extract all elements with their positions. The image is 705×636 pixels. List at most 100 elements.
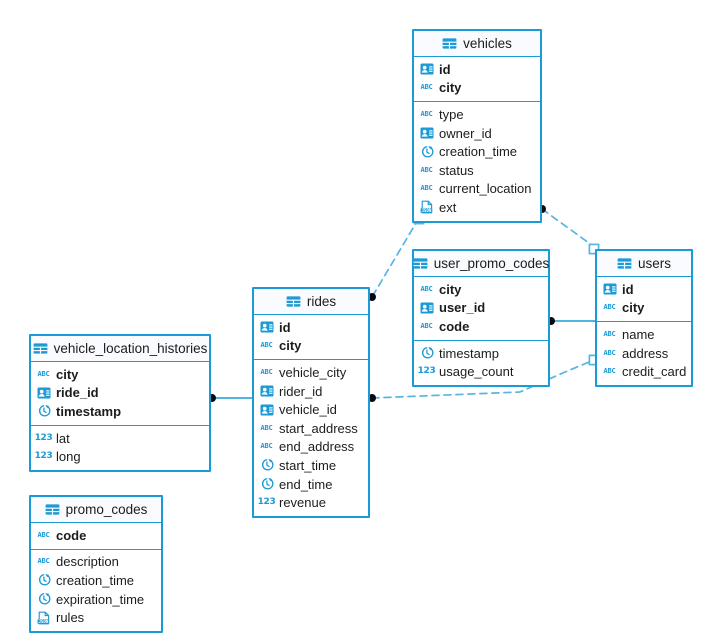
field-name: timestamp (56, 403, 122, 419)
entity-header[interactable]: vehicles (414, 31, 540, 57)
field-name: end_time (279, 476, 333, 492)
uuid-icon (259, 384, 274, 399)
entity-title: users (637, 255, 671, 271)
clock-icon (259, 458, 274, 473)
relationship-vehicle_location_histories-rides[interactable] (208, 394, 253, 402)
primary-key-field[interactable]: ride_id (31, 384, 209, 403)
entity-header[interactable]: vehicle_location_histories (31, 336, 209, 362)
entity-title: vehicle_location_histories (53, 340, 208, 356)
field-name: current_location (439, 181, 532, 197)
table-icon (442, 36, 457, 51)
attribute-field[interactable]: owner_id (414, 124, 540, 143)
attribute-field[interactable]: creation_time (31, 571, 161, 590)
abc-icon: ABC (260, 341, 273, 350)
primary-key-field[interactable]: ABC city (597, 299, 691, 318)
field-name: usage_count (439, 364, 514, 380)
clock-icon (419, 346, 434, 361)
field-name: expiration_time (56, 591, 145, 607)
primary-key-field[interactable]: ABC city (414, 280, 548, 299)
entity-header[interactable]: promo_codes (31, 497, 161, 523)
relationship-user_promo_codes-users[interactable] (547, 317, 596, 325)
clock-icon (36, 404, 51, 419)
field-name: creation_time (439, 144, 518, 160)
primary-key-field[interactable]: user_id (414, 299, 548, 318)
primary-key-field[interactable]: id (414, 60, 540, 79)
primary-key-field[interactable]: ABC city (414, 79, 540, 98)
entity-header[interactable]: rides (254, 289, 368, 315)
clock-icon (36, 573, 51, 588)
attribute-field[interactable]: vehicle_id (254, 400, 368, 419)
table-icon (33, 341, 48, 356)
abc-icon: ABC (37, 369, 50, 378)
attribute-field[interactable]: start_time (254, 456, 368, 475)
entity-header[interactable]: user_promo_codes (413, 251, 549, 277)
attribute-field[interactable]: rider_id (254, 382, 368, 401)
relationship-vehicles-users[interactable] (538, 205, 601, 255)
field-name: start_time (279, 457, 337, 473)
abc-icon: ABC (420, 109, 433, 118)
table-icon (413, 256, 428, 271)
field-name: lat (56, 430, 70, 446)
field-name: creation_time (56, 572, 135, 588)
number-icon: 123 (34, 451, 53, 462)
primary-key-field[interactable]: id (254, 318, 368, 337)
attribute-field[interactable]: creation_time (414, 142, 540, 161)
primary-key-field[interactable]: timestamp (31, 402, 209, 421)
table-icon (45, 502, 60, 517)
field-name: ext (439, 199, 457, 215)
clock-icon (419, 144, 434, 159)
field-name: rules (56, 610, 85, 626)
table-icon (617, 256, 632, 271)
abc-icon: ABC (420, 83, 433, 92)
attribute-field[interactable]: expiration_time (31, 590, 161, 609)
primary-key-field[interactable]: id (597, 280, 691, 299)
field-name: city (622, 300, 645, 316)
abc-icon: ABC (260, 423, 273, 432)
abc-icon: ABC (260, 442, 273, 451)
abc-icon: ABC (37, 530, 50, 539)
field-name: rider_id (279, 383, 323, 399)
entity-header[interactable]: users (597, 251, 691, 277)
field-name: revenue (279, 495, 326, 511)
attribute-field[interactable]: timestamp (414, 344, 548, 363)
field-name: city (439, 281, 462, 297)
field-name: name (622, 326, 655, 342)
number-icon: 123 (34, 432, 53, 443)
abc-icon: ABC (603, 303, 616, 312)
attribute-field[interactable]: end_time (254, 475, 368, 494)
field-name: city (439, 80, 462, 96)
entity-title: rides (306, 293, 337, 309)
abc-icon: ABC (420, 284, 433, 293)
